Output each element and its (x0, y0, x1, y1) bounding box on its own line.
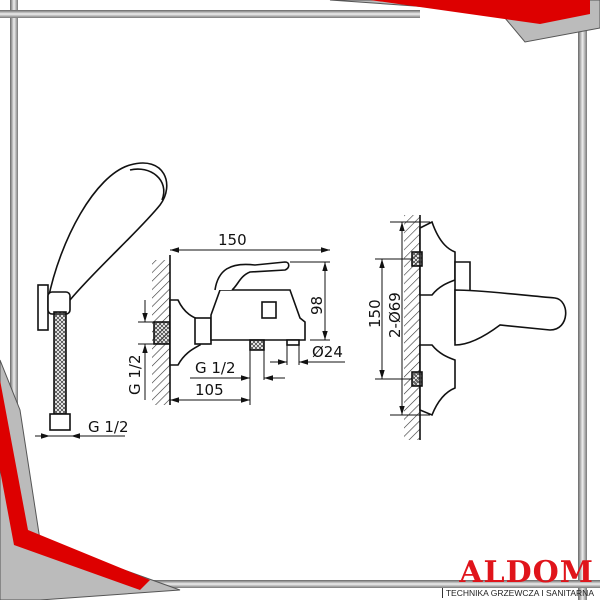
outlet-thread-label: G 1/2 (195, 359, 236, 377)
brand-tagline: TECHNIKA GRZEWCZA I SANITARNA (441, 588, 594, 598)
flange-diameter-label: 2-Ø69 (386, 292, 404, 338)
offset-105-label: 105 (195, 381, 224, 399)
spout-diameter-label: Ø24 (312, 343, 343, 361)
brand-logo: ALDOM TECHNIKA GRZEWCZA I SANITARNA (441, 555, 594, 598)
hose-thread-label: G 1/2 (88, 418, 129, 436)
hand-shower (35, 162, 168, 439)
inlet-thread-label: G 1/2 (126, 354, 144, 395)
width-150-label: 150 (218, 231, 247, 249)
side-view (138, 247, 345, 405)
front-view (375, 215, 567, 440)
height-98-label: 98 (308, 296, 326, 315)
front-height-150-label: 150 (366, 299, 384, 328)
brand-name: ALDOM (459, 555, 594, 590)
